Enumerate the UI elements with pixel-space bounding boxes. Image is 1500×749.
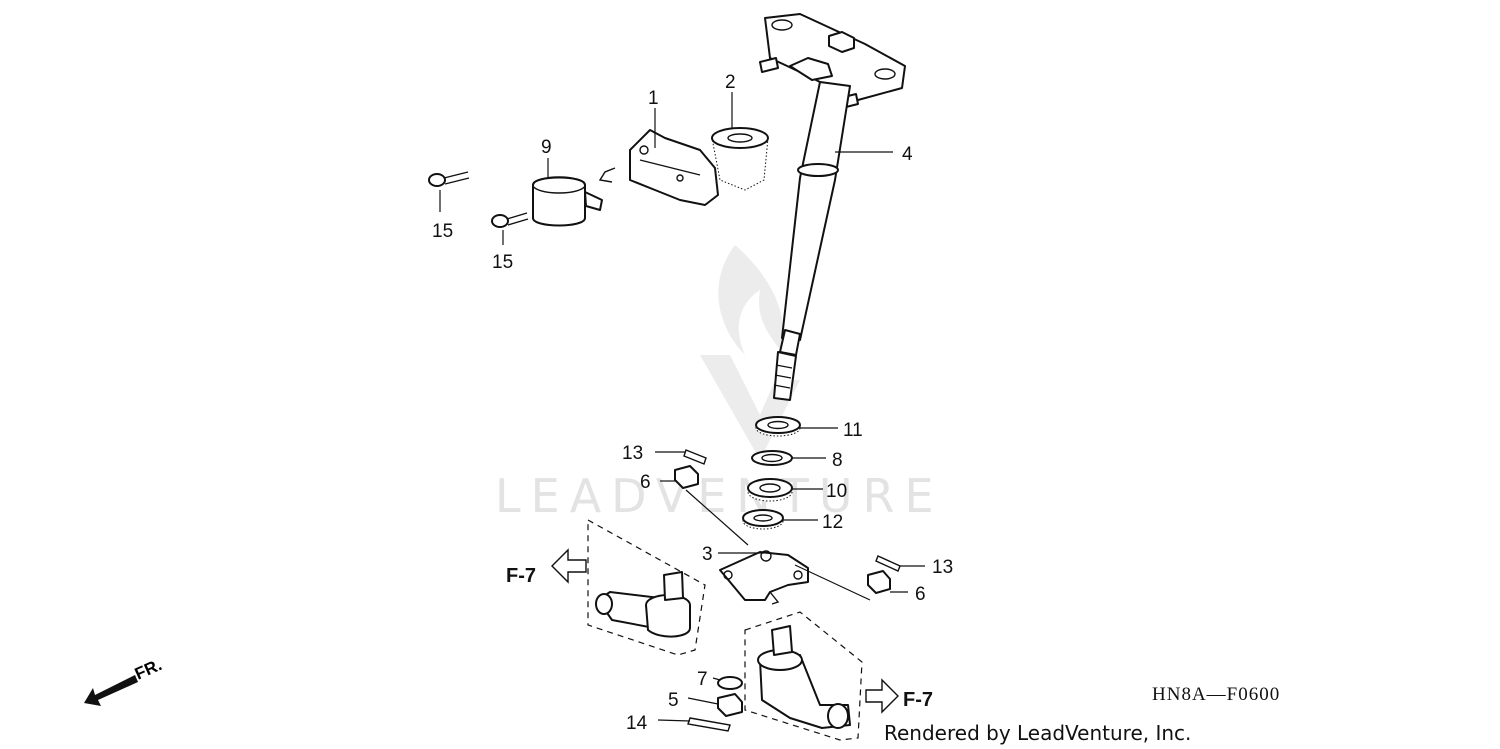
ref-right[interactable]: F-7 (865, 678, 933, 714)
clamp-band (532, 176, 603, 227)
callout-14: 14 (626, 713, 648, 734)
callout-8: 8 (832, 450, 843, 471)
callout-labels: 1 2 3 4 5 6 6 7 8 9 10 11 12 13 13 14 15… (432, 72, 953, 734)
flange-bolt (428, 171, 470, 187)
callout-11: 11 (843, 420, 863, 441)
front-marker: FR. (132, 655, 165, 683)
callout-3: 3 (702, 544, 713, 565)
callout-1: 1 (648, 88, 659, 109)
seal-12 (742, 509, 784, 530)
castle-nut (867, 570, 891, 594)
leader-lines (439, 92, 925, 722)
callout-12: 12 (822, 512, 843, 533)
callout-13b: 13 (932, 557, 953, 578)
leadventure-watermark: LEADVENTURE (495, 245, 944, 523)
cotter-pin-14 (687, 717, 731, 732)
callout-2: 2 (725, 72, 736, 93)
credit-text: Rendered by LeadVenture, Inc. (884, 721, 1191, 745)
washer-7 (717, 676, 743, 690)
diagram-code: HN8A—F0600 (1152, 684, 1280, 705)
callout-5: 5 (668, 690, 679, 711)
ref-left-label: F-7 (506, 565, 536, 587)
flange-bolt (491, 212, 529, 228)
tie-rod-end-right (744, 611, 863, 741)
cotter-pin (683, 449, 707, 465)
tie-rod-end-left (587, 518, 706, 656)
watermark-text: LEADVENTURE (495, 469, 944, 523)
front-arrow-icon: FR. (84, 655, 165, 706)
bearing-10 (747, 478, 793, 502)
shaft-bushing (711, 127, 769, 191)
ref-left[interactable]: F-7 (506, 548, 587, 587)
callout-6a: 6 (640, 472, 651, 493)
callout-15a: 15 (432, 221, 453, 242)
callout-15b: 15 (492, 252, 513, 273)
shaft-holder (598, 129, 719, 206)
bearing-11 (755, 416, 801, 437)
castle-nut (674, 465, 699, 489)
steering-shaft (759, 13, 906, 401)
steering-arm (719, 550, 809, 605)
callout-7: 7 (697, 669, 708, 690)
washer-8 (751, 450, 793, 466)
callout-9: 9 (541, 137, 552, 158)
ref-right-label: F-7 (903, 689, 933, 711)
callout-4: 4 (902, 144, 913, 165)
callout-13a: 13 (622, 443, 643, 464)
nut-5 (717, 693, 743, 717)
callout-10: 10 (826, 481, 847, 502)
callout-6b: 6 (915, 584, 926, 605)
cotter-pin (875, 555, 901, 572)
